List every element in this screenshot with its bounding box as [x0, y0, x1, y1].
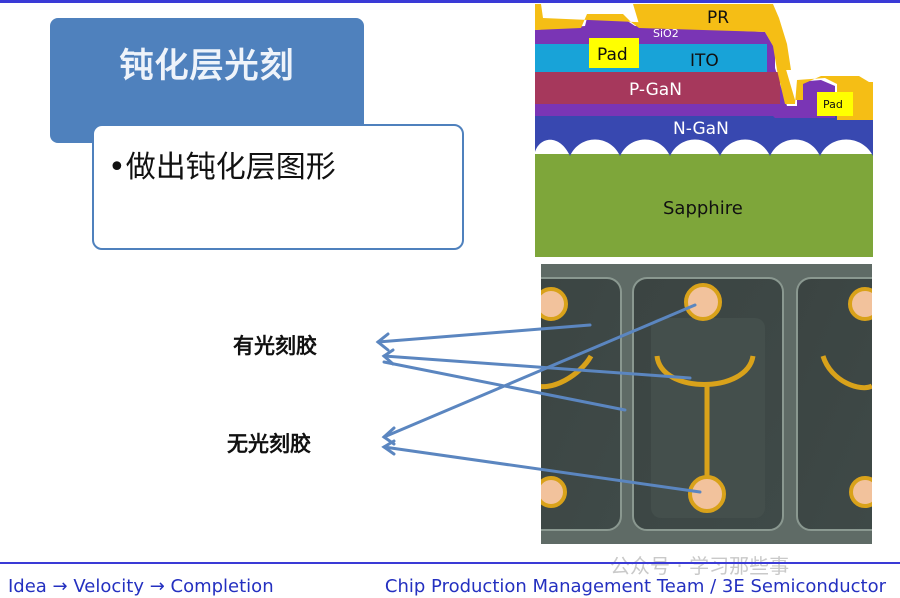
top-rule	[0, 0, 900, 3]
watermark: 公众号 · 学习那些事	[610, 554, 790, 578]
pad-right-top	[848, 287, 872, 321]
footer-slogan: Idea → Velocity → Completion	[8, 576, 274, 597]
die-right	[796, 277, 872, 531]
pgan-layer	[535, 72, 780, 104]
bullet-item: •做出钝化层图形	[108, 150, 336, 185]
label-with-photoresist: 有光刻胶	[233, 334, 317, 358]
cross-section-diagram: PR SiO2 Pad ITO P-GaN N-GaN Sapphire Pad	[535, 4, 873, 257]
ito-layer	[535, 44, 767, 72]
slide-title: 钝化层光刻	[119, 46, 295, 86]
arrow-with-pr-2	[382, 354, 692, 380]
pr-top-block	[633, 4, 791, 70]
pr-layer	[535, 4, 873, 120]
sapphire-label: Sapphire	[663, 198, 743, 219]
footer-rule	[0, 562, 900, 564]
pad-low	[817, 92, 853, 116]
sio2-label: SiO2	[653, 27, 679, 40]
bullet-box: •做出钝化层图形	[92, 124, 464, 250]
pr-label: PR	[707, 8, 729, 28]
finger-left-arc	[541, 354, 594, 390]
pad-right-bottom	[849, 476, 872, 508]
ngan-label: N-GaN	[673, 119, 729, 139]
pad-left-top	[541, 287, 568, 321]
die-left	[541, 277, 622, 531]
label-without-photoresist: 无光刻胶	[227, 432, 311, 456]
pad-top-label: Pad	[597, 45, 628, 65]
pad-left-bottom	[541, 476, 567, 508]
pad-low-label: Pad	[823, 98, 843, 111]
arrow-with-pr-1	[376, 323, 592, 344]
pad-center-top	[684, 283, 722, 321]
arrow-without-pr-2	[382, 445, 702, 494]
footer-team: Chip Production Management Team / 3E Sem…	[384, 576, 886, 597]
title-box: 钝化层光刻	[50, 18, 364, 143]
pgan-label: P-GaN	[629, 80, 682, 100]
finger-center-arc	[654, 355, 756, 387]
sapphire-layer	[535, 154, 873, 257]
arrowhead-with-pr-2	[381, 348, 395, 366]
ngan-layer	[535, 114, 873, 156]
pad-top	[589, 38, 639, 68]
pad-center-bottom	[688, 475, 726, 513]
arrowhead-without-pr-2	[381, 439, 396, 456]
ito-label: ITO	[690, 51, 719, 71]
arrow-without-pr-1	[382, 303, 697, 439]
arrowhead-with-pr	[375, 332, 390, 352]
finger-right-arc	[820, 355, 872, 391]
